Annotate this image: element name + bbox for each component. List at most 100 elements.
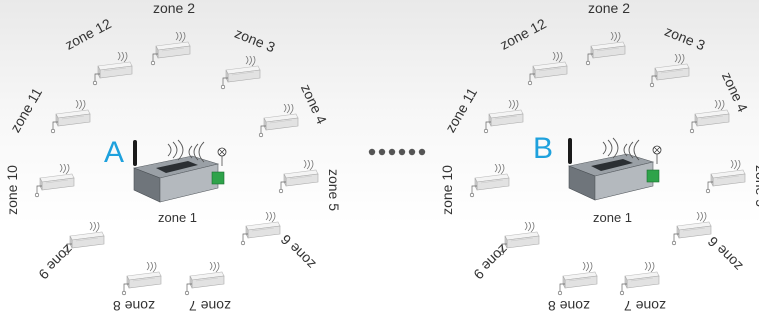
wireless-signal-icon [509, 100, 518, 110]
lamp-icon [185, 291, 189, 295]
zone-driver [150, 32, 192, 66]
zone-driver [649, 54, 691, 88]
wireless-signal-icon [176, 32, 185, 42]
zone-label: zone 9 [471, 242, 511, 282]
zone-driver [50, 100, 92, 134]
zone-driver [585, 32, 627, 66]
led-driver-icon [92, 52, 134, 86]
zone-label: zone 10 [440, 165, 454, 215]
wireless-signal-icon [284, 104, 293, 114]
lamp-icon [650, 83, 654, 87]
wifi-hub-icon [132, 138, 232, 208]
zone-label: zone 7 [189, 299, 231, 313]
lamp-icon [221, 85, 225, 89]
zone-driver [619, 262, 661, 296]
wireless-signal-icon [266, 212, 275, 222]
wireless-signal-icon [246, 56, 255, 66]
wireless-signal-icon [147, 262, 156, 272]
zone-driver [92, 52, 134, 86]
lamp-icon [51, 129, 55, 133]
led-driver-icon [121, 262, 163, 296]
lamp-icon [620, 291, 624, 295]
zone-label: zone 7 [624, 299, 666, 313]
led-driver-icon [619, 262, 661, 296]
hub-zone-label: zone 1 [158, 210, 197, 225]
wireless-signal-icon [495, 164, 504, 174]
led-driver-icon [150, 32, 192, 66]
zone-driver [278, 160, 320, 194]
zone-driver [469, 164, 511, 198]
wireless-signal-icon [90, 222, 99, 232]
lamp-icon [528, 81, 532, 85]
lamp-icon [470, 193, 474, 197]
zone-driver [483, 100, 525, 134]
wireless-signal-icon [60, 164, 69, 174]
ellipsis-dots-icon [367, 146, 427, 158]
hub-letter: A [104, 138, 124, 168]
zone-label: zone 2 [153, 1, 195, 15]
lamp-icon [279, 189, 283, 193]
wireless-signal-icon [553, 52, 562, 62]
led-driver-icon [278, 160, 320, 194]
wifi-hub [567, 136, 667, 211]
led-driver-icon [483, 100, 525, 134]
zone-label: zone 6 [278, 232, 318, 272]
zone-label: zone 10 [5, 165, 19, 215]
wifi-hub [132, 138, 232, 213]
zone-driver [689, 100, 731, 134]
hub-letter: B [533, 134, 553, 164]
lamp-icon [672, 241, 676, 245]
wireless-signal-icon [525, 222, 534, 232]
zone-driver [557, 262, 599, 296]
led-driver-icon [705, 160, 747, 194]
zone-label: zone 8 [113, 299, 155, 313]
wireless-signal-icon [118, 52, 127, 62]
wireless-signal-icon [210, 262, 219, 272]
led-driver-icon [240, 212, 282, 246]
zone-label: zone 2 [588, 1, 630, 15]
led-driver-icon [649, 54, 691, 88]
zone-label: zone 3 [233, 26, 277, 55]
zone-driver [240, 212, 282, 246]
zone-driver [34, 164, 76, 198]
wireless-signal-icon [583, 262, 592, 272]
zone-label: zone 4 [299, 82, 329, 126]
zone-driver [121, 262, 163, 296]
zone-label: zone 3 [663, 24, 707, 53]
lamp-icon [93, 81, 97, 85]
led-driver-icon [689, 100, 731, 134]
lamp-icon [35, 193, 39, 197]
wireless-signal-icon [697, 212, 706, 222]
system-b: zone 2zone 3zone 4zone 5zone 6zone 7zone… [435, 0, 759, 321]
led-driver-icon [469, 164, 511, 198]
led-driver-icon [220, 56, 262, 90]
zone-label: zone 5 [327, 169, 341, 211]
wireless-signal-icon [76, 100, 85, 110]
antenna-icon [133, 140, 137, 166]
lamp-icon [241, 241, 245, 245]
lamp-icon [122, 291, 126, 295]
antenna-icon [568, 138, 572, 164]
wireless-signal-icon [304, 160, 313, 170]
lamp-icon [706, 189, 710, 193]
system-a: zone 2 zone 3 zone 4 zone 5 zone 6 zone 7 zone… [0, 0, 350, 321]
hub-zone-label: zone 1 [593, 210, 632, 225]
zone-driver [184, 262, 226, 296]
wireless-signal-icon [675, 54, 684, 64]
zone-label: zone 8 [548, 299, 590, 313]
wireless-signal-icon [715, 100, 724, 110]
zone-driver [258, 104, 300, 138]
lamp-icon [259, 133, 263, 137]
led-driver-icon [50, 100, 92, 134]
led-driver-icon [585, 32, 627, 66]
zone-label: zone 11 [8, 85, 45, 134]
zone-label: zone 12 [498, 16, 549, 52]
led-driver-icon [258, 104, 300, 138]
zone-driver [705, 160, 747, 194]
zone-driver [220, 56, 262, 90]
led-driver-icon [557, 262, 599, 296]
lamp-icon [690, 129, 694, 133]
wireless-signal-icon [645, 262, 654, 272]
zone-label: zone 5 [754, 165, 759, 207]
